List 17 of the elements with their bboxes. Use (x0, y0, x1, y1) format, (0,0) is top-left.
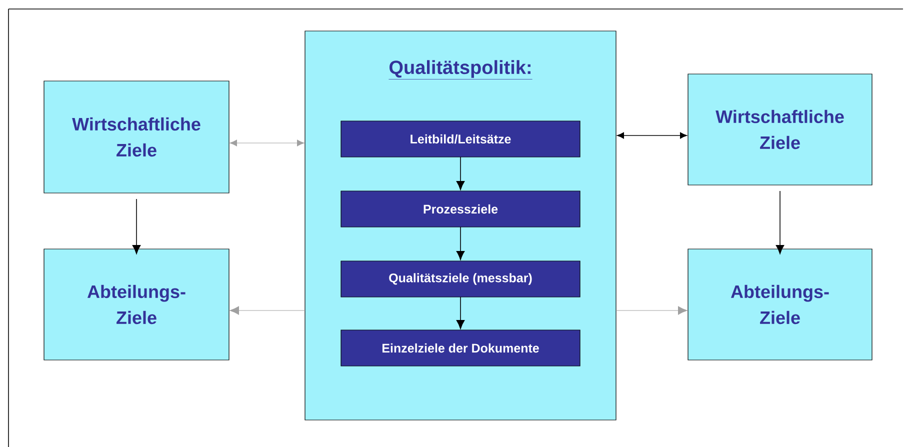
connector-arrow (456, 156, 465, 190)
goal-box: Wirtschaftliche Ziele (688, 74, 872, 186)
connector-arrow (132, 198, 141, 254)
step-box: Qualitätsziele (messbar) (340, 260, 580, 298)
connector-arrow (456, 226, 465, 260)
connector-arrow (456, 296, 465, 329)
connector-arrow (230, 306, 306, 315)
goal-box: Abteilungs- Ziele (688, 248, 872, 360)
connector-arrow (617, 132, 687, 139)
connector-arrow (616, 306, 688, 315)
connector-arrow (230, 140, 304, 146)
step-box: Einzelziele der Dokumente (340, 330, 580, 366)
connector-arrow (776, 190, 784, 254)
step-box: Prozessziele (340, 190, 580, 228)
step-box: Leitbild/Leitsätze (340, 120, 580, 158)
goal-box: Wirtschaftliche Ziele (44, 80, 230, 194)
goal-box: Abteilungs- Ziele (44, 248, 230, 360)
